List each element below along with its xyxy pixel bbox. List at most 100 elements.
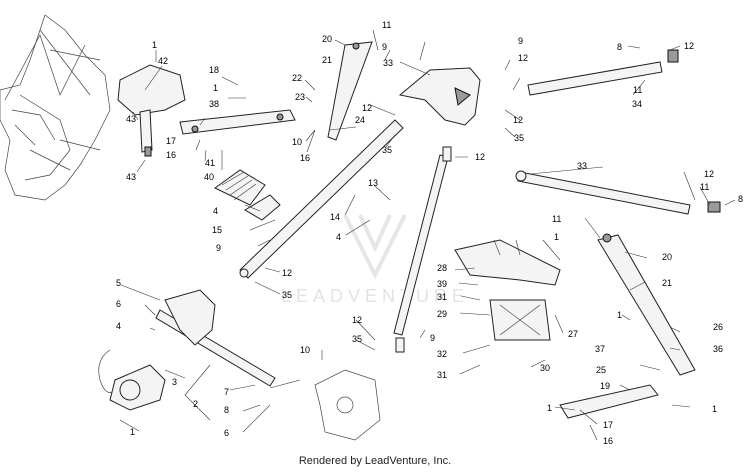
callout-label: 23 [295,92,305,102]
callout-label: 18 [209,65,219,75]
callout-label: 17 [166,136,176,146]
callout-label: 29 [437,309,447,319]
callout-label: 33 [383,58,393,68]
callout-label: 16 [603,436,613,446]
callout-label: 11 [633,85,642,95]
callout-label: 12 [704,169,714,179]
callout-label: 1 [547,403,552,413]
callout-label: 6 [224,428,229,438]
callout-label: 22 [292,73,302,83]
callout-label: 16 [300,153,310,163]
callout-label: 17 [603,420,613,430]
leader-lines [119,29,736,441]
callout-label: 9 [430,333,435,343]
callout-label: 33 [577,161,587,171]
callout-label: 6 [116,299,121,309]
relay-box-15 [214,169,281,221]
callout-label: 9 [382,42,387,52]
callout-label: 15 [212,225,222,235]
watermark: LEADVENTURE [281,214,469,306]
callout-label: 10 [300,345,310,355]
callout-label: 11 [700,182,709,192]
callout-label: 31 [437,370,447,380]
callout-label: 37 [595,344,605,354]
callout-label: 4 [116,321,121,331]
callout-label: 24 [355,115,365,125]
callout-label: 11 [382,20,391,30]
callout-label: 35 [382,145,392,155]
callout-label: 27 [568,329,578,339]
callout-label: 8 [224,405,229,415]
callout-labels: 1 42 43 43 18 1 38 17 16 41 40 22 23 10 … [116,20,743,446]
tube-13 [239,119,404,279]
callout-label: 4 [336,232,341,242]
tube-vertical-center [393,146,452,353]
callout-label: 12 [282,268,292,278]
callout-label: 32 [437,349,447,359]
callout-label: 1 [617,310,622,320]
callout-label: 35 [282,290,292,300]
callout-label: 30 [540,363,550,373]
callout-label: 42 [158,56,168,66]
callout-label: 14 [330,212,340,222]
callout-label: 11 [552,214,561,224]
callout-label: 4 [213,206,218,216]
callout-label: 8 [738,194,743,204]
callout-label: 25 [596,365,606,375]
callout-label: 12 [518,53,528,63]
callout-label: 19 [600,381,610,391]
callout-label: 12 [684,41,694,51]
callout-label: 16 [166,150,176,160]
chassis-front-section [0,14,111,201]
callout-label: 12 [352,315,362,325]
bracket-42 [117,64,186,157]
callout-label: 20 [322,34,332,44]
tube-33-right [515,170,721,215]
callout-label: 40 [204,172,214,182]
arm-21-right [597,233,696,376]
callout-label: 1 [130,427,135,437]
callout-label: 41 [205,158,215,168]
callout-label: 21 [322,55,332,65]
callout-label: 36 [713,344,723,354]
callout-label: 35 [352,334,362,344]
watermark-text: LEADVENTURE [281,286,469,306]
callout-label: 43 [126,114,136,124]
steering-column-lower [155,289,276,387]
callout-label: 20 [662,252,672,262]
callout-label: 5 [116,278,121,288]
callout-label: 7 [224,387,229,397]
callout-label: 38 [209,99,219,109]
callout-label: 31 [437,292,447,302]
frame-lower-center [314,369,381,441]
brace-17-lower [559,384,659,419]
footer-credit: Rendered by LeadVenture, Inc. [298,455,452,467]
callout-label: 3 [172,377,177,387]
callout-label: 12 [513,115,523,125]
callout-label: 8 [617,42,622,52]
callout-label: 28 [437,263,447,273]
callout-label: 1 [712,404,717,414]
brace-18 [179,109,296,135]
callout-label: 1 [152,40,157,50]
callout-label: 39 [437,279,447,289]
callout-label: 26 [713,322,723,332]
callout-label: 35 [514,133,524,143]
power-steering-motor [98,349,166,411]
callout-label: 2 [193,399,198,409]
callout-label: 12 [475,152,485,162]
mount-bracket-33 [398,67,481,126]
callout-label: 1 [213,83,218,93]
arm-21-upper [327,41,373,141]
callout-label: 34 [632,99,642,109]
bracket-assembly-right [454,239,561,341]
callout-label: 13 [368,178,378,188]
callout-label: 9 [216,243,221,253]
callout-label: 1 [554,232,559,242]
callout-label: 43 [126,172,136,182]
callout-label: 21 [662,278,672,288]
rod-upper-right [527,49,679,96]
callout-label: 10 [292,137,302,147]
